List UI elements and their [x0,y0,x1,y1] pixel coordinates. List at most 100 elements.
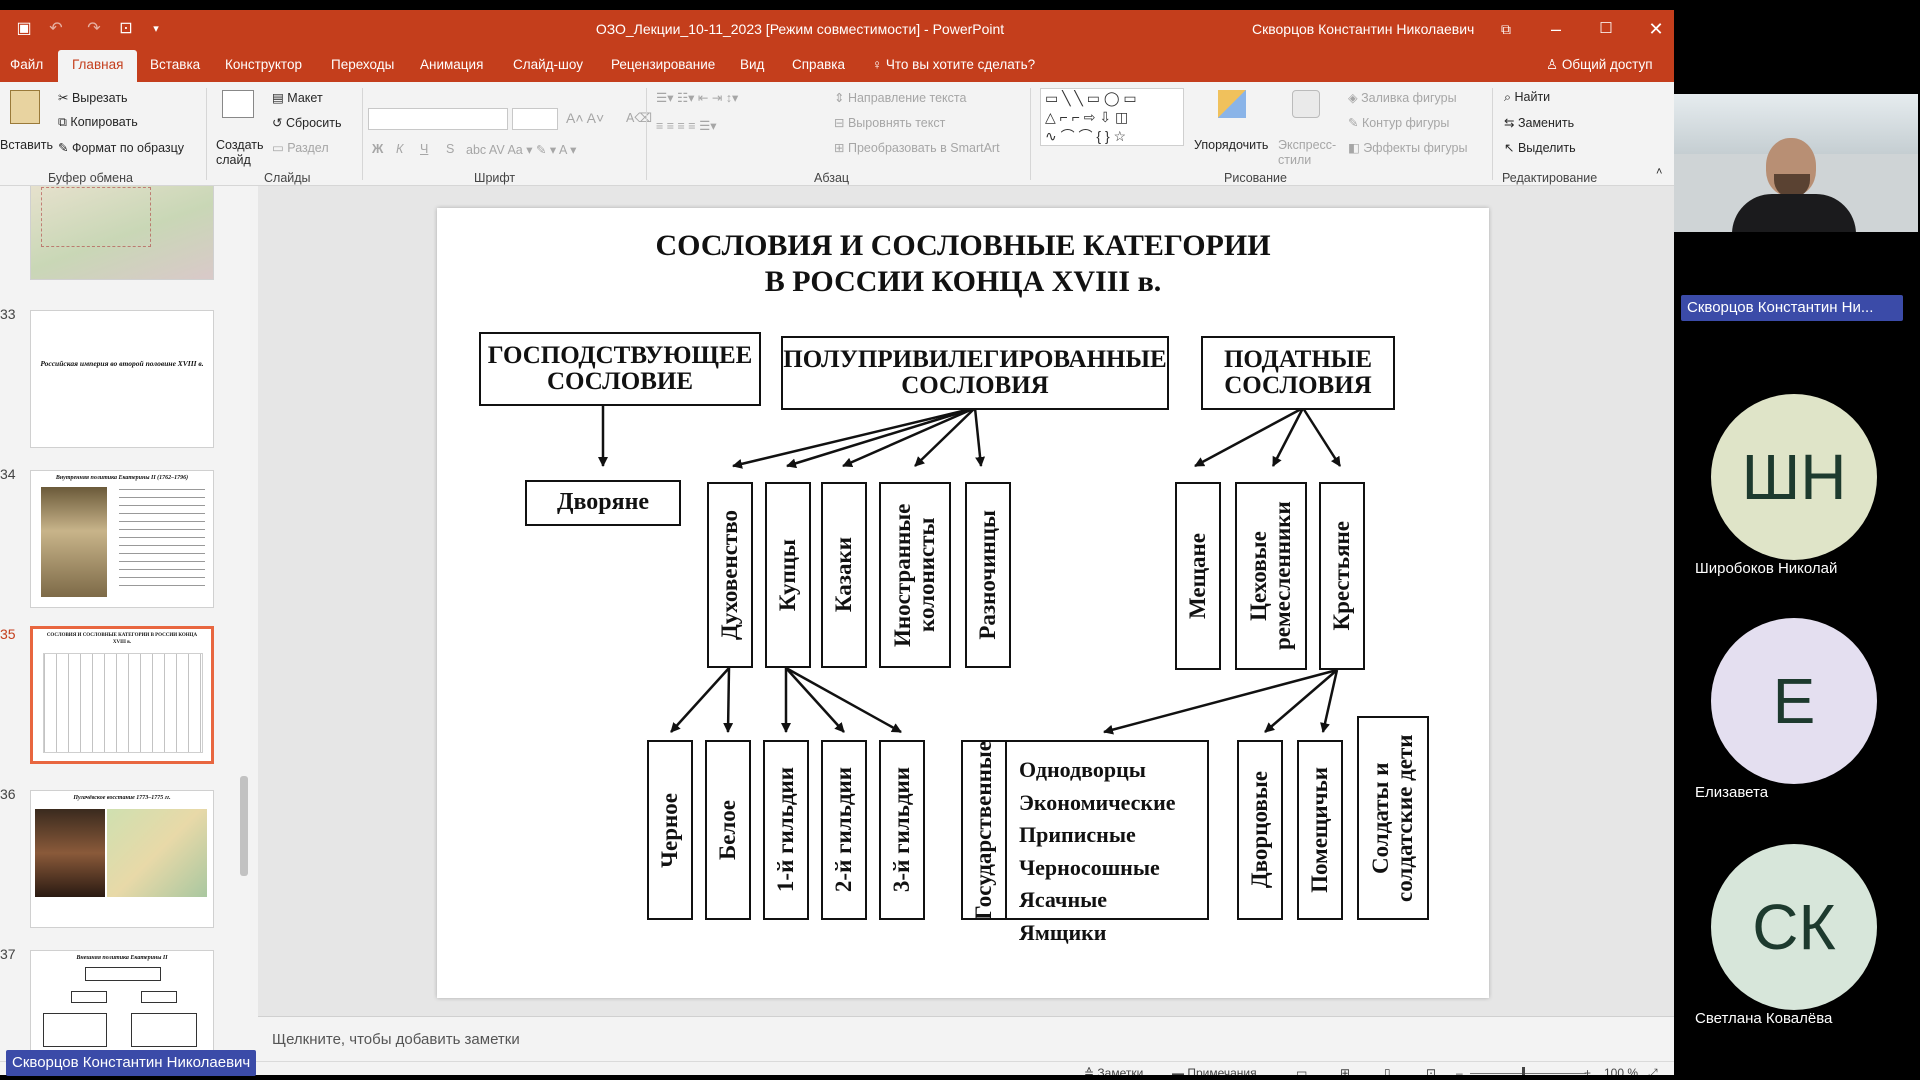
comments-toggle[interactable]: ▬ Примечания [1172,1066,1257,1075]
font-name-input[interactable] [368,108,508,130]
zoom-out-icon[interactable]: – [1456,1066,1463,1075]
tab-help[interactable]: Справка [792,57,845,72]
quick-styles-button[interactable]: Экспресс-стили [1278,138,1337,167]
palace-peasants-label: Дворцовые [1246,771,1272,889]
select-button[interactable]: ↖ Выделить [1504,140,1576,155]
peasants-box: Крестьяне [1319,482,1365,670]
bold-button[interactable]: Ж [372,142,384,156]
thumbnail-34[interactable]: Внутренняя политика Екатерины II (1762–1… [30,470,214,608]
tab-slideshow[interactable]: Слайд-шоу [513,57,583,72]
tab-transitions[interactable]: Переходы [331,57,395,72]
white-clergy-label: Белое [714,799,740,861]
sorter-view-icon[interactable]: ⊞ [1340,1066,1351,1075]
layout-button[interactable]: ▤ Макет [272,90,323,105]
participant-avatar[interactable]: СК [1711,844,1877,1010]
tab-home[interactable]: Главная [58,50,138,82]
strikethrough-button[interactable]: S [446,142,455,156]
paste-icon[interactable] [10,90,40,124]
notes-pane[interactable]: Щелкните, чтобы добавить заметки [258,1016,1674,1062]
thumbnail-35-selected[interactable]: СОСЛОВИЯ И СОСЛОВНЫЕ КАТЕГОРИИ В РОССИИ … [30,626,214,764]
minimize-button[interactable]: – [1550,19,1561,39]
ribbon-display-icon[interactable]: ⧉ [1501,21,1511,37]
new-slide-icon[interactable] [222,90,254,118]
grow-font-icon[interactable]: A˄ A˅ [566,110,605,126]
font-size-input[interactable] [512,108,558,130]
replace-button[interactable]: ⇆ Заменить [1504,115,1574,130]
thumbnail-32[interactable] [30,186,214,280]
font-effects-icons[interactable]: abc AV Aa ▾ ✎ ▾ A ▾ [466,143,577,157]
section-button[interactable]: ▭ Раздел [272,140,329,155]
shape-outline-button[interactable]: ✎ Контур фигуры [1348,115,1449,130]
slide-canvas[interactable]: СОСЛОВИЯ И СОСЛОВНЫЕ КАТЕГОРИИ В РОССИИ … [437,208,1489,998]
align-text-button[interactable]: ⊟ Выровнять текст [834,115,945,130]
reading-view-icon[interactable]: ▯ [1384,1066,1391,1075]
customize-qat-icon[interactable]: ▾ [153,23,159,35]
notes-placeholder[interactable]: Щелкните, чтобы добавить заметки [272,1031,520,1048]
cut-button[interactable]: ✂ Вырезать [58,90,128,105]
arrange-icon[interactable] [1218,90,1246,118]
shape-effects-button[interactable]: ◧ Эффекты фигуры [1348,140,1467,155]
thumbnails-scrollbar[interactable] [236,186,252,1061]
account-name[interactable]: Скворцов Константин Николаевич [1252,21,1475,37]
clear-format-icon[interactable]: A⌫ [626,111,653,125]
thumbnail-33[interactable]: Российская империя во второй половине XV… [30,310,214,448]
copy-button[interactable]: ⧉ Копировать [58,115,138,130]
state-peasants-list: Однодворцы Экономические Приписные Черно… [1007,742,1176,949]
share-button[interactable]: ♙ Общий доступ [1546,57,1653,73]
arrange-button[interactable]: Упорядочить [1194,138,1269,152]
collapse-ribbon-icon[interactable]: ˄ [1656,166,1663,178]
find-button[interactable]: ⌕ Найти [1504,90,1550,105]
status-bar: ≙ Заметки ▬ Примечания ▭ ⊞ ▯ ⊡ – + 100 %… [0,1061,1674,1075]
maximize-button[interactable]: ☐ [1599,20,1613,37]
italic-button[interactable]: К [396,142,404,156]
copy-label: Копировать [70,115,138,129]
reset-button[interactable]: ↺ Сбросить [272,115,342,130]
new-slide-button[interactable]: Создать слайд [216,138,264,167]
guild-craftsmen-box: Цеховые ремесленники [1235,482,1307,670]
normal-view-icon[interactable]: ▭ [1296,1066,1308,1075]
tab-design[interactable]: Конструктор [225,57,302,72]
participant-avatar[interactable]: ШН [1711,394,1877,560]
redo-icon[interactable]: ↷ [87,20,101,37]
undo-icon[interactable]: ↶ [49,20,63,37]
participant-name: Светлана Ковалёва [1695,1010,1833,1027]
zoom-slider[interactable] [1470,1073,1586,1074]
tab-file[interactable]: Файл [10,57,44,72]
paste-button[interactable]: Вставить [0,138,53,152]
scrollbar-thumb[interactable] [240,776,248,876]
tab-animations[interactable]: Анимация [420,57,484,72]
slideshow-view-icon[interactable]: ⊡ [1426,1066,1437,1075]
diagram-arrows [598,404,1342,735]
slide-thumbnails-panel: 33 Российская империя во второй половине… [0,186,258,1061]
thumbnail-36[interactable]: Пугачёвское восстание 1773–1775 гг. [30,790,214,928]
zoom-slider-thumb[interactable] [1522,1067,1525,1075]
tab-review[interactable]: Рецензирование [611,57,716,72]
format-painter-button[interactable]: ✎ Формат по образцу [58,140,184,155]
zoom-level[interactable]: 100 % [1604,1066,1639,1075]
person-icon: ♙ [1546,57,1562,72]
thumbnail-37[interactable]: Внешняя политика Екатерины II [30,950,214,1061]
underline-button[interactable]: Ч [420,142,429,156]
align-icons[interactable]: ≡ ≡ ≡ ≡ ☰▾ [656,119,717,133]
smartart-button[interactable]: ⊞ Преобразовать в SmartArt [834,140,1000,155]
slideshow-icon[interactable]: ⊡ [119,20,133,37]
clipboard-group-label: Буфер обмена [48,171,133,185]
shape-fill-button[interactable]: ◈ Заливка фигуры [1348,90,1457,105]
quick-styles-icon[interactable] [1292,90,1320,118]
guild-3-box: 3-й гильдии [879,740,925,920]
list-icons[interactable]: ☰▾ ☷▾ ⇤ ⇥ ↕▾ [656,91,739,105]
fit-slide-icon[interactable]: ⤢ [1648,1066,1658,1075]
lightbulb-icon: ♀ [872,57,886,72]
tab-insert[interactable]: Вставка [150,57,201,72]
participant-avatar[interactable]: Е [1711,618,1877,784]
tell-me-search[interactable]: ♀ Что вы хотите сделать? [872,57,1035,72]
notes-toggle[interactable]: ≙ Заметки [1084,1066,1143,1075]
text-direction-button[interactable]: ⇕ Направление текста [834,90,966,105]
close-button[interactable]: ✕ [1648,19,1664,39]
shapes-gallery[interactable]: ▭ ╲ ╲ ▭ ◯ ▭△ ⌐ ⌐ ⇨ ⇩ ◫∿ ⌒ ⌒ { } ☆ [1040,88,1184,146]
tab-view[interactable]: Вид [740,57,765,72]
save-icon[interactable]: ▣ [16,20,32,37]
zoom-in-icon[interactable]: + [1584,1066,1592,1075]
shape-effects-label: Эффекты фигуры [1363,141,1468,155]
outline-icon: ✎ [1348,116,1362,130]
